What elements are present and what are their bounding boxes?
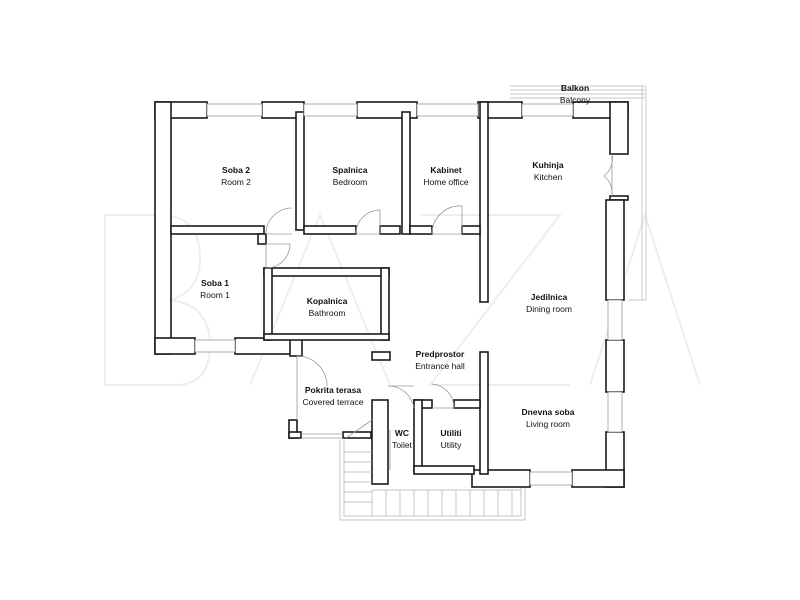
kitchen-english: Kitchen (533, 172, 563, 182)
label-entrance-hall: Predprostor Entrance hall (415, 348, 465, 372)
home-office-english: Home office (423, 177, 469, 187)
dining-room-english: Dining room (526, 304, 572, 314)
kitchen-name: Kuhinja (532, 160, 564, 170)
home-office-name: Kabinet (430, 165, 462, 175)
utility-name: Utiliti (440, 428, 462, 438)
room-2-name: Soba 2 (222, 165, 250, 175)
label-covered-terrace: Pokrita terasa Covered terrace (303, 384, 364, 408)
windows (194, 103, 623, 486)
label-home-office: Kabinet Home office (423, 164, 468, 188)
bathroom-name: Kopalnica (306, 296, 348, 306)
balcony-name: Balkon (560, 83, 590, 93)
room-2-english: Room 2 (221, 177, 251, 187)
bedroom-name: Spalnica (332, 165, 368, 175)
living-room-english: Living room (526, 419, 570, 429)
label-living-room: Dnevna soba Living room (522, 406, 575, 430)
balcony-railing (510, 85, 647, 301)
dining-room-name: Jedilnica (530, 292, 568, 302)
label-balcony: Balkon Balcony (560, 82, 590, 106)
doors (265, 153, 613, 470)
label-dining-room: Jedilnica Dining room (526, 291, 572, 315)
label-room-1: Soba 1 Room 1 (200, 277, 230, 301)
label-utility: Utiliti Utility (440, 427, 461, 451)
room-1-english: Room 1 (200, 290, 230, 300)
entrance-hall-english: Entrance hall (415, 361, 465, 371)
covered-terrace-english: Covered terrace (302, 397, 364, 407)
label-bathroom: Kopalnica Bathroom (307, 295, 348, 319)
utility-english: Utility (440, 440, 462, 450)
covered-terrace-name: Pokrita terasa (304, 385, 362, 395)
bedroom-english: Bedroom (332, 177, 368, 187)
walls (154, 101, 629, 488)
balcony-english: Balcony (559, 95, 591, 105)
toilet-name: WC (394, 428, 410, 438)
toilet-english: Toilet (392, 440, 412, 450)
room-1-name: Soba 1 (201, 278, 229, 288)
living-room-name: Dnevna soba (521, 407, 575, 417)
stairs (339, 440, 526, 521)
entrance-hall-name: Predprostor (415, 349, 465, 359)
label-kitchen: Kuhinja Kitchen (532, 159, 563, 183)
label-room-2: Soba 2 Room 2 (221, 164, 251, 188)
bathroom-english: Bathroom (308, 308, 346, 318)
label-toilet: WC Toilet (392, 427, 412, 451)
label-bedroom: Spalnica Bedroom (333, 164, 368, 188)
